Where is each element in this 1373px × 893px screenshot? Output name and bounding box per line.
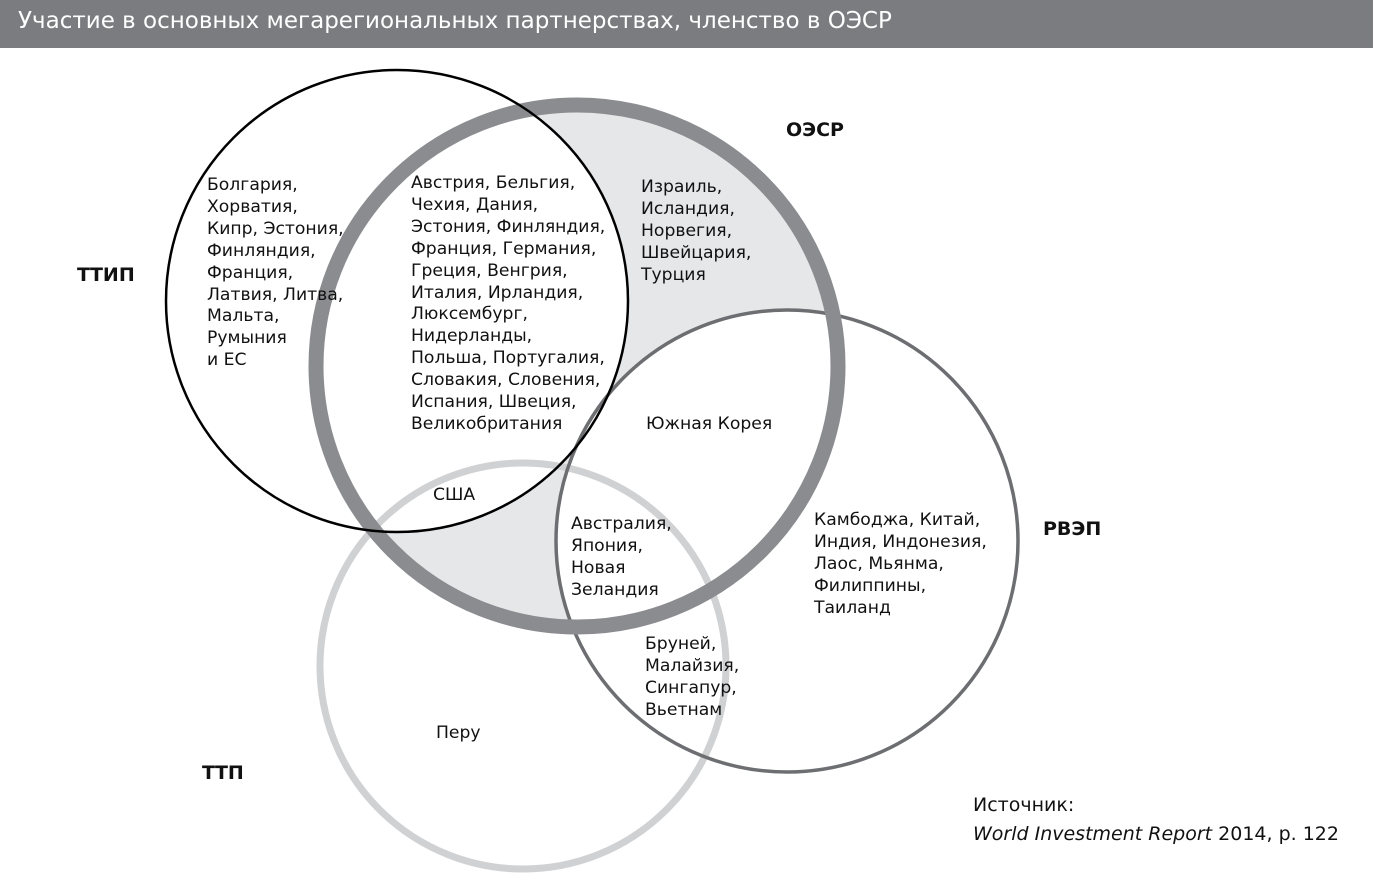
- source-publication: World Investment Report: [973, 823, 1213, 845]
- country-list-line: Греция, Венгрия,: [411, 260, 568, 281]
- country-list-line: Япония,: [571, 535, 643, 556]
- country-list-line: и ЕС: [207, 350, 247, 371]
- country-list-line: Австрия, Бельгия,: [411, 173, 576, 193]
- figure-title: Участие в основных мегарегиональных парт…: [18, 8, 892, 34]
- country-list-line: Израиль,: [641, 177, 723, 197]
- country-list-line: Мальта,: [207, 306, 280, 327]
- source-citation: World Investment Report 2014, p. 122: [973, 820, 1339, 849]
- country-list-line: Бруней,: [645, 634, 717, 654]
- region-oecd-only: Израиль, Исландия, Норвегия, Швейцария, …: [641, 177, 751, 287]
- country-list-line: Вьетнам: [645, 699, 723, 720]
- country-list-line: Польша, Португалия,: [411, 348, 605, 369]
- country-list-line: Финляндия,: [207, 240, 316, 261]
- oecd-label: ОЭСР: [786, 119, 844, 141]
- rcep-label: РВЭП: [1043, 518, 1102, 540]
- country-list-line: Таиланд: [814, 597, 891, 618]
- region-oecd-rcep-tpp: Австралия, Япония, Новая Зеландия: [571, 514, 672, 602]
- country-list-line: Зеландия: [571, 579, 659, 600]
- oecd-circle: [308, 97, 846, 635]
- region-ttip-oecd: Австрия, Бельгия, Чехия, Дания, Эстония,…: [411, 173, 605, 436]
- country-list-line: Латвия, Литва,: [207, 284, 344, 305]
- region-oecd-rcep: Южная Корея: [646, 414, 772, 436]
- country-list-line: Камбоджа, Китай,: [814, 510, 981, 530]
- region-rcep-only: Камбоджа, Китай, Индия, Индонезия, Лаос,…: [814, 510, 987, 620]
- country-list-line: Румыния: [207, 328, 287, 349]
- country-list-line: США: [433, 485, 476, 505]
- country-list-line: Филиппины,: [814, 575, 927, 596]
- source-note: Источник: World Investment Report 2014, …: [973, 791, 1339, 849]
- country-list-line: Турция: [641, 264, 706, 285]
- country-list-line: Эстония, Финляндия,: [411, 216, 606, 237]
- source-label: Источник:: [973, 794, 1075, 816]
- country-list-line: Австралия,: [571, 514, 672, 534]
- region-ttip-oecd-tpp: США: [433, 485, 475, 507]
- country-list-line: Новая: [571, 557, 626, 578]
- country-list-line: Хорватия,: [207, 196, 298, 217]
- country-list-line: Лаос, Мьянма,: [814, 553, 944, 574]
- country-list-line: Южная Корея: [646, 414, 773, 434]
- country-list-line: Франция,: [207, 262, 294, 283]
- country-list-line: Швейцария,: [641, 242, 752, 263]
- country-list-line: Словакия, Словения,: [411, 370, 601, 391]
- country-list-line: Норвегия,: [641, 220, 733, 241]
- ttip-circle: [164, 68, 630, 534]
- region-tpp-only: Перу: [436, 723, 481, 745]
- country-list-line: Чехия, Дания,: [411, 194, 539, 215]
- country-list-line: Болгария,: [207, 175, 298, 195]
- country-list-line: Испания, Швеция,: [411, 392, 577, 413]
- source-details: 2014, p. 122: [1212, 823, 1339, 845]
- country-list-line: Перу: [436, 723, 481, 743]
- region-rcep-tpp: Бруней, Малайзия, Сингапур, Вьетнам: [645, 634, 739, 722]
- country-list-line: Малайзия,: [645, 655, 740, 676]
- rcep-circle: [554, 308, 1020, 774]
- country-list-line: Франция, Германия,: [411, 238, 597, 259]
- ttip-label: ТТИП: [77, 264, 135, 286]
- country-list-line: Индия, Индонезия,: [814, 531, 987, 552]
- title-bar: Участие в основных мегарегиональных парт…: [0, 0, 1373, 48]
- country-list-line: Италия, Ирландия,: [411, 282, 584, 303]
- country-list-line: Кипр, Эстония,: [207, 218, 344, 239]
- tpp-label: ТТП: [202, 762, 244, 784]
- oecd-only-shading: [316, 105, 838, 627]
- region-ttip-only: Болгария, Хорватия, Кипр, Эстония, Финля…: [207, 175, 344, 372]
- country-list-line: Великобритания: [411, 413, 563, 434]
- country-list-line: Люксембург,: [411, 304, 528, 325]
- country-list-line: Нидерланды,: [411, 326, 533, 347]
- country-list-line: Исландия,: [641, 198, 735, 219]
- tpp-circle: [316, 459, 730, 873]
- country-list-line: Сингапур,: [645, 677, 737, 698]
